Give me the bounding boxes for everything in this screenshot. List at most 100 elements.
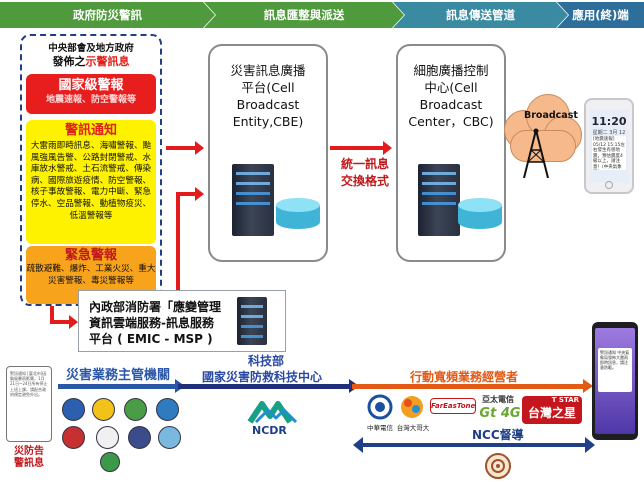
side-label-line: 災防告 bbox=[14, 446, 44, 457]
agency-emblem-icon bbox=[156, 398, 179, 421]
database-icon bbox=[458, 198, 502, 232]
tstar-logo: T STAR 台灣之星 bbox=[522, 396, 582, 424]
agency-emblem-icon bbox=[128, 426, 151, 449]
panel-title-highlight: 示警訊息 bbox=[85, 55, 130, 68]
cbc-center: 細胞廣播控制 中心(Cell Broadcast Center，CBC) bbox=[396, 44, 506, 262]
exchange-line: 統一訊息 bbox=[340, 157, 389, 171]
notice-alert-box: 警訊通知 大雷雨即時訊息、海嘯警報、颱風強風告警、公路封閉警戒、水庫放水警戒、土… bbox=[26, 120, 156, 244]
step-government-alerts: 政府防災警訊 bbox=[0, 2, 215, 28]
home-button-icon bbox=[605, 181, 613, 189]
cbc-name: 細胞廣播控制 中心(Cell Broadcast Center，CBC) bbox=[398, 62, 504, 130]
emic-name-line: 平台 ( EMIC - MSP ) bbox=[89, 332, 213, 346]
agency-emblem-icon bbox=[124, 398, 147, 421]
ncdr-logo-icon bbox=[247, 401, 298, 424]
phone-alert-message: [地震速報] 05/12 15:15左右發生有感地震，預估震度4級以上，請注意！… bbox=[592, 136, 626, 170]
cbc-name-line: Broadcast bbox=[419, 97, 483, 112]
step-label: 訊息匯整與派送 bbox=[263, 8, 345, 22]
server-icon bbox=[232, 164, 274, 236]
fet-logo-text: FarEasTone bbox=[431, 402, 476, 410]
arrow-emic-up bbox=[176, 194, 180, 318]
emic-name: 內政部消防署「應變管理 資訊雲端服務-訊息服務 平台 ( EMIC - MSP … bbox=[89, 299, 237, 347]
panel-title-prefix: 發佈之 bbox=[52, 55, 86, 68]
server-icon bbox=[418, 164, 460, 236]
agency-emblem-icon bbox=[100, 452, 120, 472]
arrow-cbe-to-cbc bbox=[330, 141, 392, 155]
fet-logo: FarEasTone bbox=[430, 398, 476, 414]
ncc-title: NCC督導 bbox=[472, 428, 524, 442]
arrow-panel-to-emic bbox=[50, 315, 78, 329]
emic-name-line: 內政部消防署「應變管理 bbox=[89, 300, 222, 314]
exchange-format-label: 統一訊息 交換格式 bbox=[334, 156, 396, 190]
tstar-label: T STAR bbox=[551, 396, 579, 404]
process-header: 政府防災警訊 訊息匯整與派送 訊息傳送管道 應用(終)端 bbox=[0, 0, 644, 30]
emic-msp-platform: 內政部消防署「應變管理 資訊雲端服務-訊息服務 平台 ( EMIC - MSP … bbox=[78, 290, 286, 352]
cbc-name-line: Center，CBC) bbox=[408, 114, 494, 129]
smartphone-bottom: 警訊通知 中央氣象局發佈大雷雨即時訊息，請注意防範。 bbox=[592, 322, 638, 440]
operators-arrow bbox=[352, 379, 593, 393]
telco-name-cht: 中華電信 bbox=[367, 424, 393, 432]
agency-emblem-icon bbox=[96, 426, 119, 449]
ncdr-title-line2: 國家災害防救科技中心 bbox=[202, 370, 323, 384]
step-end-device: 應用(終)端 bbox=[557, 2, 644, 28]
cbe-name: 災害訊息廣播 平台(Cell Broadcast Entity,CBE) bbox=[210, 62, 326, 130]
panel-title-line1: 中央部會及地方政府 bbox=[48, 43, 134, 54]
sidebar-phone-text: 警訊通知 [臺北市]因颱風暴雨影響，1月21日~24日所有停止上班上課，請配合政… bbox=[10, 371, 48, 397]
phone-screen: 警訊通知 中央氣象局發佈大雷雨即時訊息，請注意防範。 bbox=[595, 328, 635, 434]
step-label: 訊息傳送管道 bbox=[446, 8, 515, 22]
cbe-name-line: Entity,CBE) bbox=[232, 114, 304, 129]
phone-time: 11:20 bbox=[591, 115, 627, 128]
agency-emblem-icon bbox=[62, 398, 85, 421]
ncdr-title-line1: 科技部 bbox=[248, 354, 285, 368]
phone-date: 星期二 3月 12 bbox=[592, 130, 626, 136]
ncc-supervision-arrow bbox=[353, 437, 595, 453]
notice-alert-desc: 大雷雨即時訊息、海嘯警報、颱風強風告警、公路封閉警戒、水庫放水警戒、土石流警戒、… bbox=[30, 141, 152, 221]
cbc-name-line: 中心(Cell bbox=[424, 80, 478, 95]
cht-logo-icon bbox=[367, 394, 393, 420]
notice-alert-title: 警訊通知 bbox=[64, 123, 117, 138]
cbe-name-line: Broadcast bbox=[236, 97, 300, 112]
cbc-name-line: 細胞廣播控制 bbox=[413, 63, 489, 78]
apt-logo: Gt 4G bbox=[478, 404, 522, 424]
tstar-logo-text: 台灣之星 bbox=[527, 406, 576, 420]
emergency-alert-title: 緊急警報 bbox=[64, 248, 117, 263]
cbe-name-line: 災害訊息廣播 bbox=[230, 63, 306, 78]
phone-screen: 11:20 星期二 3月 12 [地震速報] 05/12 15:15左右發生有感… bbox=[589, 109, 629, 183]
ncdr-arrow bbox=[178, 379, 359, 393]
step-message-dispatch: 訊息匯整與派送 bbox=[204, 2, 404, 28]
side-label-line: 警訊息 bbox=[14, 458, 44, 469]
government-alerts-panel: 中央部會及地方政府 發佈之示警訊息 國家級警報 地震速報、防空警報等 警訊通知 … bbox=[20, 34, 162, 306]
cbe-platform: 災害訊息廣播 平台(Cell Broadcast Entity,CBE) bbox=[208, 44, 328, 262]
apt-label: 亞太電信 bbox=[482, 395, 514, 404]
twm-logo-icon bbox=[401, 396, 423, 418]
operators-title: 行動寬頻業務經營者 bbox=[410, 370, 519, 384]
telco-name-twm: 台灣大哥大 bbox=[396, 424, 430, 432]
disaster-alert-side-label: 災防告 警訊息 bbox=[14, 446, 44, 470]
national-alert-title: 國家級警報 bbox=[58, 78, 124, 93]
agency-arrow bbox=[58, 379, 185, 393]
arrow-panel-to-cbe bbox=[166, 141, 204, 155]
agency-emblem-icon bbox=[158, 426, 181, 449]
emic-name-line: 資訊雲端服務-訊息服務 bbox=[89, 316, 214, 330]
apt-logo-text: Gt 4G bbox=[479, 406, 521, 421]
arrow-emic-to-cbe bbox=[176, 187, 204, 201]
agency-emblem-icon bbox=[62, 426, 85, 449]
cell-tower-icon bbox=[523, 128, 549, 178]
exchange-line: 交換格式 bbox=[340, 174, 389, 188]
national-alert-box: 國家級警報 地震速報、防空警報等 bbox=[26, 74, 156, 114]
sidebar-phone-screenshot: 警訊通知 [臺北市]因颱風暴雨影響，1月21日~24日所有停止上班上課，請配合政… bbox=[6, 366, 52, 442]
emergency-alert-desc: 疏散避難、爆炸、工業火災、重大災害警報、毒災警報等 bbox=[26, 264, 156, 286]
server-icon bbox=[237, 297, 267, 345]
step-label: 應用(終)端 bbox=[572, 8, 629, 22]
step-transmission-channel: 訊息傳送管道 bbox=[393, 2, 568, 28]
cbe-name-line: 平台(Cell bbox=[241, 80, 295, 95]
arrow-panel-down bbox=[50, 306, 54, 324]
ncc-emblem-icon bbox=[485, 453, 511, 479]
panel-title-line2: 發佈之示警訊息 bbox=[22, 53, 160, 69]
smartphone-top: 11:20 星期二 3月 12 [地震速報] 05/12 15:15左右發生有感… bbox=[584, 98, 634, 194]
step-label: 政府防災警訊 bbox=[73, 8, 142, 22]
ncdr-logo-text: NCDR bbox=[252, 424, 287, 437]
database-icon bbox=[276, 198, 320, 232]
disaster-agency-title: 災害業務主管機關 bbox=[66, 368, 171, 383]
phone-alert-popup: 警訊通知 中央氣象局發佈大雷雨即時訊息，請注意防範。 bbox=[598, 348, 632, 392]
broadcast-label: Broadcast bbox=[524, 110, 578, 121]
